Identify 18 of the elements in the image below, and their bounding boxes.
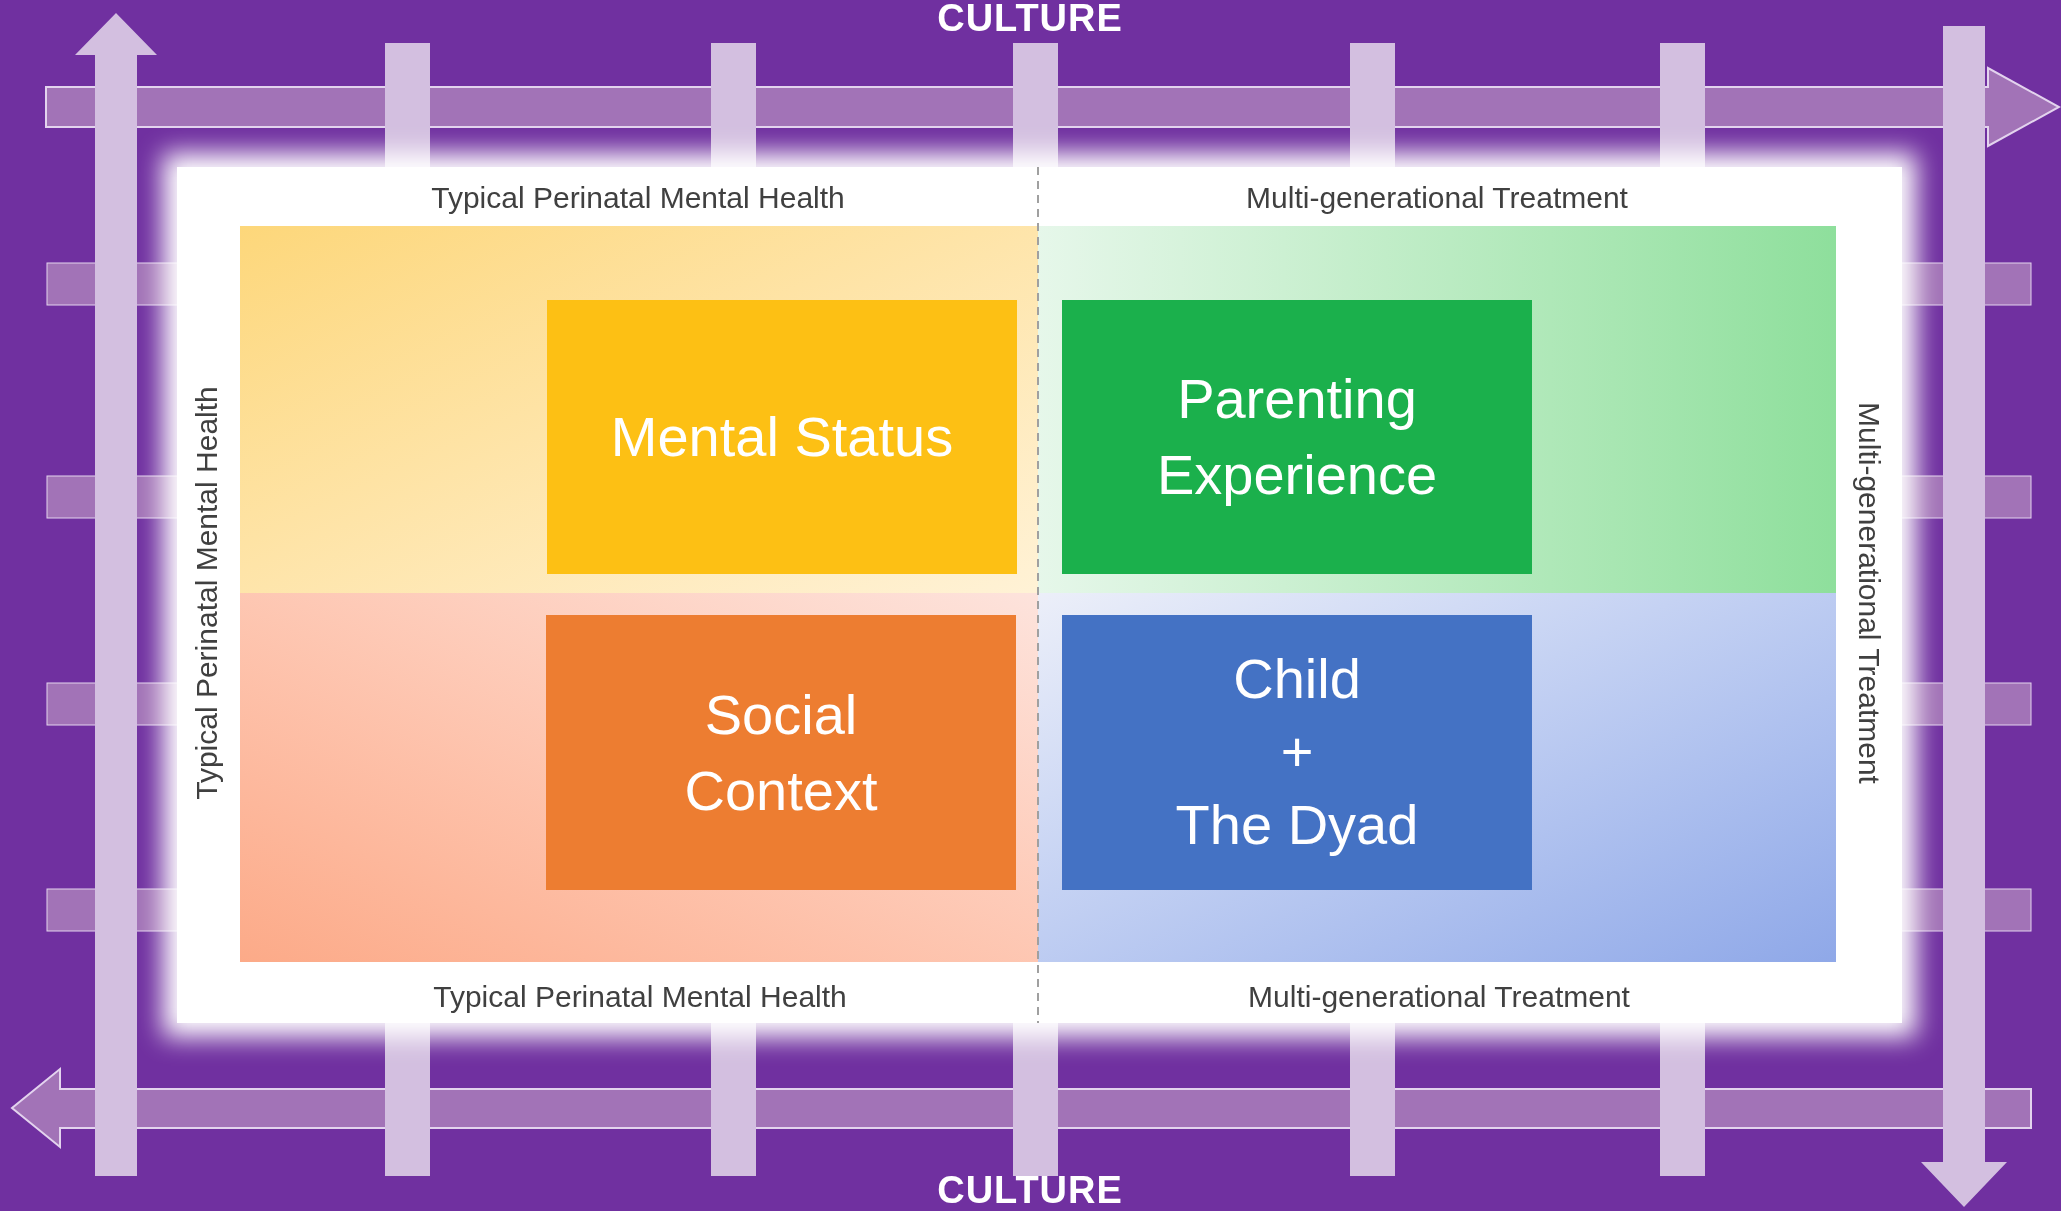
axis-label: Multi-generational Treatment	[1851, 402, 1887, 784]
axis-label: Multi-generational Treatment	[1246, 179, 1628, 216]
topic-box	[547, 300, 1017, 574]
box-title: Social Context	[683, 681, 879, 824]
box-title: +	[1280, 719, 1314, 786]
axis-label: Typical Perinatal Mental Health	[188, 386, 224, 800]
axis-label: Multi-generational Treatment	[1248, 978, 1630, 1015]
topic-box	[1062, 300, 1532, 574]
box-title: Parenting Experience	[1155, 366, 1439, 508]
box-title: The Dyad	[1175, 791, 1419, 858]
axis-label: Typical Perinatal Mental Health	[433, 978, 847, 1015]
heading: CULTURE	[937, 0, 1123, 41]
heading: CULTURE	[937, 1167, 1123, 1211]
box-title: Mental Status	[610, 404, 954, 471]
topic-box	[1062, 615, 1532, 890]
box-title: Child	[1233, 646, 1361, 713]
axis-label: Typical Perinatal Mental Health	[431, 179, 845, 216]
topic-box	[546, 615, 1016, 890]
